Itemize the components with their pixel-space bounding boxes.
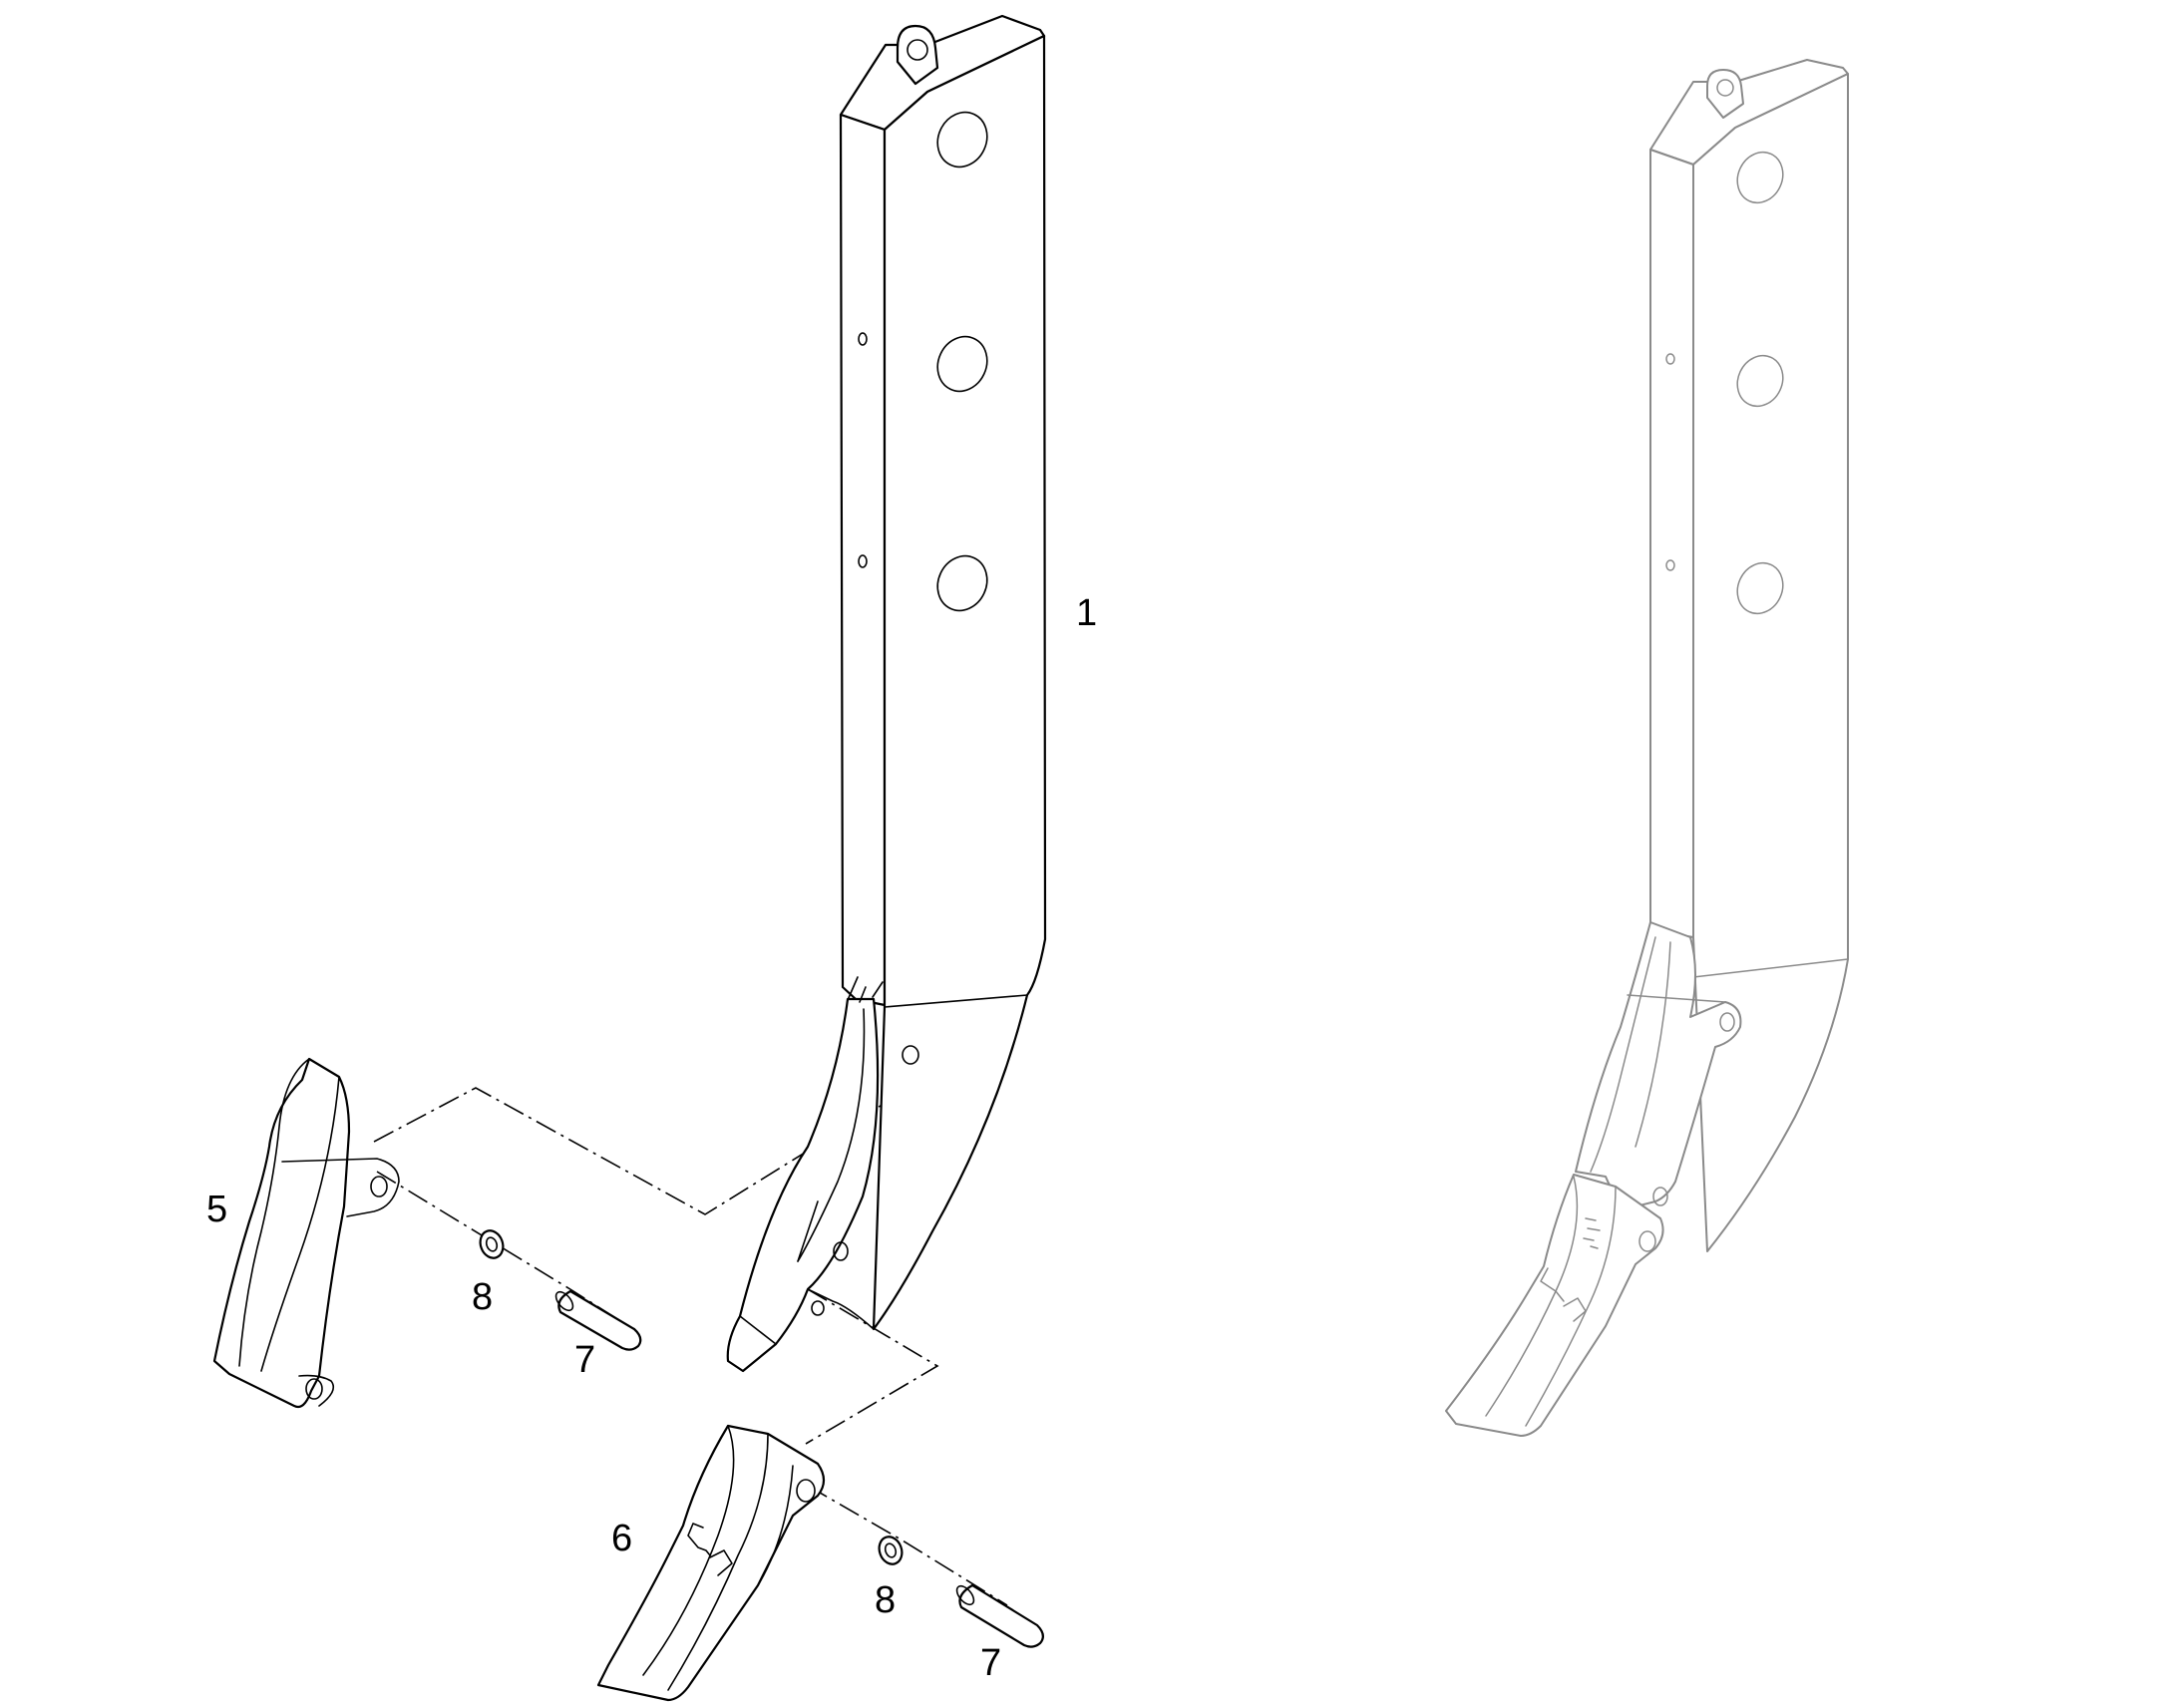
callout-tip: 6 <box>611 1518 632 1559</box>
lifting-eye <box>896 24 939 86</box>
shank-part <box>726 14 1047 1373</box>
callout-retainer-lower: 8 <box>875 1579 896 1621</box>
callout-retainer-upper: 8 <box>472 1276 493 1318</box>
callout-shank: 1 <box>1076 592 1097 634</box>
callout-pin-upper: 7 <box>574 1339 595 1381</box>
callout-pin-lower: 7 <box>980 1642 1001 1684</box>
shank-hole-2 <box>936 335 988 393</box>
ripper-tip-part <box>596 1424 826 1702</box>
callouts: 1 5 8 7 6 8 7 <box>206 592 1097 1684</box>
pin-part-lower <box>955 1583 1044 1648</box>
retainer-part-upper <box>479 1229 505 1259</box>
callout-protector: 5 <box>206 1189 227 1230</box>
assembled-view <box>1445 59 1849 1437</box>
shank-hole-1 <box>936 111 988 169</box>
pin-part-upper <box>554 1289 642 1351</box>
shank-hole-3 <box>936 554 988 612</box>
shank-protector-part <box>212 1057 400 1409</box>
retainer-part-lower <box>878 1536 904 1565</box>
